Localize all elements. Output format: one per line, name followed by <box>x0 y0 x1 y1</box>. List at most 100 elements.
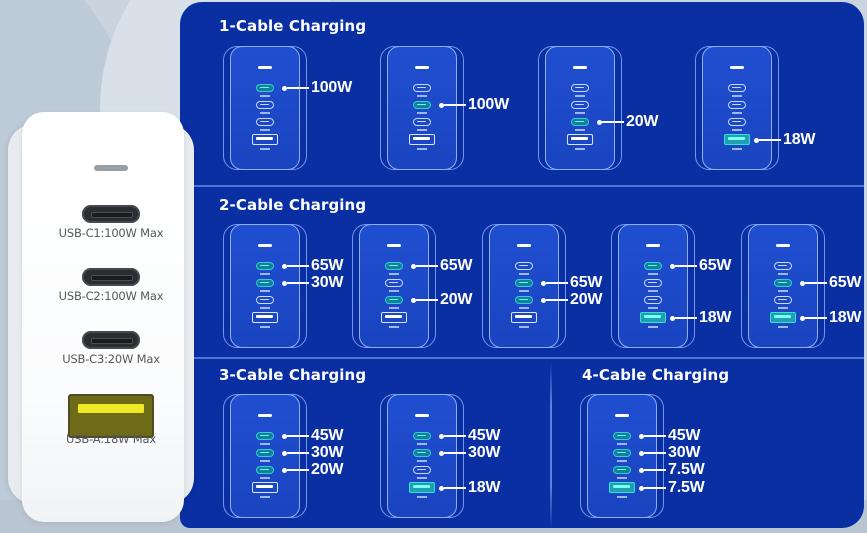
power-output-value: 45W <box>311 427 344 444</box>
callout-line <box>675 265 697 267</box>
power-output-callout: 65W <box>541 274 603 292</box>
callout-line <box>287 282 309 284</box>
port-mini-label <box>617 443 627 445</box>
usb-a-port-icon <box>770 312 796 323</box>
section-divider <box>180 185 864 187</box>
usb-c1-port-icon <box>256 262 274 270</box>
power-output-value: 18W <box>783 131 816 148</box>
port-mini-label <box>617 477 627 479</box>
port-mini-label <box>260 326 270 328</box>
callout-dot <box>541 280 546 286</box>
power-output-callout: 45W <box>439 427 501 445</box>
power-output-value: 30W <box>311 444 344 461</box>
port-mini-label <box>417 496 427 498</box>
charger-diagram <box>223 46 307 170</box>
indicator-light-icon <box>615 414 629 417</box>
port-mini-label <box>519 290 529 292</box>
power-output-callout: 30W <box>282 274 344 292</box>
usb-c1-label: USB-C1:100W Max <box>58 226 164 240</box>
usb-c3-port-icon <box>613 466 631 474</box>
charging-modes-panel: 1-Cable Charging 2-Cable Charging 3-Cabl… <box>180 2 864 528</box>
power-output-callout: 30W <box>439 444 501 462</box>
usb-a-port-icon <box>511 312 537 323</box>
port-mini-label <box>519 307 529 309</box>
usb-c2-port-icon <box>774 279 792 287</box>
power-output-callout: 45W <box>639 427 701 445</box>
power-output-callout: 45W <box>282 427 344 445</box>
indicator-light-icon <box>258 414 272 417</box>
callout-dot <box>670 263 675 269</box>
section-divider <box>180 357 864 359</box>
section-divider-vertical <box>550 362 552 528</box>
port-mini-label <box>260 307 270 309</box>
port-mini-label <box>617 460 627 462</box>
usb-a-port-icon <box>724 134 750 145</box>
power-output-callout: 65W <box>800 274 862 292</box>
callout-line <box>416 265 438 267</box>
indicator-light-icon <box>415 414 429 417</box>
usb-a-port-icon <box>252 312 278 323</box>
port-mini-label <box>617 496 627 498</box>
port-mini-label <box>648 307 658 309</box>
usb-c2-port-icon <box>571 101 589 109</box>
usb-c2-port-icon <box>413 101 431 109</box>
power-output-callout: 65W <box>411 257 473 275</box>
callout-dot <box>639 485 644 491</box>
usb-a-port-icon <box>252 482 278 493</box>
port-mini-label <box>575 112 585 114</box>
charger-diagram <box>695 46 779 170</box>
usb-c3-port-icon <box>774 296 792 304</box>
port-mini-label <box>732 148 742 150</box>
usb-a-port-icon <box>381 312 407 323</box>
port-mini-label <box>417 460 427 462</box>
callout-dot <box>541 297 546 303</box>
power-output-value: 20W <box>570 291 603 308</box>
power-output-value: 20W <box>440 291 473 308</box>
usb-c2-port-icon <box>515 279 533 287</box>
power-output-callout: 18W <box>670 309 732 327</box>
power-output-value: 18W <box>829 309 862 326</box>
power-output-value: 30W <box>311 274 344 291</box>
callout-line <box>546 282 568 284</box>
port-mini-label <box>648 290 658 292</box>
port-mini-label <box>260 129 270 131</box>
port-mini-label <box>648 273 658 275</box>
indicator-light-icon <box>573 66 587 69</box>
indicator-light <box>94 165 128 171</box>
charger-diagram <box>611 224 695 348</box>
callout-line <box>444 104 466 106</box>
callout-line <box>287 452 309 454</box>
callout-dot <box>411 297 416 303</box>
usb-c1-port-icon <box>728 84 746 92</box>
usb-c1-port-icon <box>774 262 792 270</box>
callout-dot <box>282 85 287 91</box>
callout-line <box>416 299 438 301</box>
usb-c2-port-icon <box>256 101 274 109</box>
port-mini-label <box>417 112 427 114</box>
callout-dot <box>800 315 805 321</box>
power-output-value: 100W <box>311 79 352 96</box>
port-mini-label <box>732 129 742 131</box>
power-output-callout: 20W <box>541 291 603 309</box>
usb-c1-port <box>82 205 140 223</box>
power-output-callout: 18W <box>439 479 501 497</box>
usb-c3-port-icon <box>413 466 431 474</box>
callout-line <box>287 87 309 89</box>
section-title-3-cable: 3-Cable Charging <box>219 366 367 384</box>
usb-c1-port-icon <box>644 262 662 270</box>
port-mini-label <box>575 95 585 97</box>
usb-a-port <box>68 394 154 438</box>
usb-a-port-icon <box>609 482 635 493</box>
port-mini-label <box>575 129 585 131</box>
power-output-value: 65W <box>570 274 603 291</box>
callout-dot <box>439 450 444 456</box>
callout-dot <box>439 433 444 439</box>
callout-dot <box>800 280 805 286</box>
power-output-value: 65W <box>699 257 732 274</box>
usb-c2-port-icon <box>413 449 431 457</box>
callout-dot <box>639 467 644 473</box>
power-output-value: 45W <box>668 427 701 444</box>
callout-line <box>759 139 781 141</box>
port-mini-label <box>260 112 270 114</box>
section-title-4-cable: 4-Cable Charging <box>582 366 730 384</box>
